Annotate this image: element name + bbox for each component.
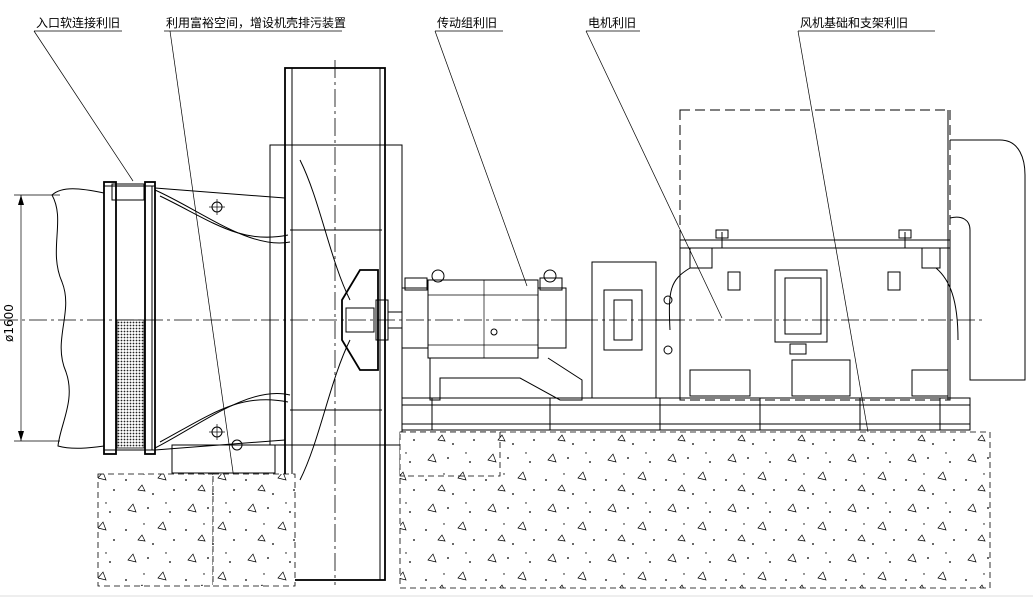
motor bbox=[668, 109, 1026, 401]
label-base-group: 风机基础和支架利旧 bbox=[797, 16, 935, 433]
coupling bbox=[591, 261, 680, 399]
inlet-cone bbox=[154, 187, 291, 451]
diameter-label: ø1600 bbox=[2, 304, 16, 342]
impeller-hub bbox=[341, 269, 402, 371]
transmission-group bbox=[401, 269, 590, 401]
label-motor: 电机利旧 bbox=[588, 16, 636, 30]
inlet-flex-connector bbox=[103, 181, 156, 455]
label-inlet: 入口软连接利旧 bbox=[36, 15, 120, 30]
label-transmission: 传动组利旧 bbox=[437, 15, 497, 30]
label-inlet-group: 入口软连接利旧 bbox=[33, 15, 134, 182]
label-housing: 利用富裕空间，增设机壳排污装置 bbox=[166, 15, 346, 30]
label-motor-group: 电机利旧 bbox=[585, 16, 723, 319]
diameter-dimension: ø1600 bbox=[2, 194, 60, 442]
label-transmission-group: 传动组利旧 bbox=[434, 15, 528, 287]
inlet-duct bbox=[51, 188, 105, 449]
label-base: 风机基础和支架利旧 bbox=[800, 16, 908, 30]
concrete-foundation bbox=[97, 431, 991, 589]
